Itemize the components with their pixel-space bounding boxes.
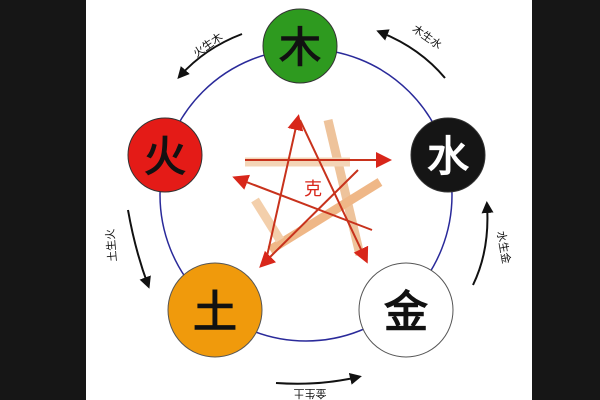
arrow-water-metal	[472, 201, 494, 286]
label-metal-earth: 金生土	[294, 387, 327, 400]
element-earth: 土	[167, 262, 263, 358]
arrow-fire-wood	[177, 33, 243, 79]
arrow-wood-to-earth	[259, 169, 359, 268]
arrow-metal-to-wood	[264, 114, 304, 266]
label-earth-fire: 土生火	[103, 228, 120, 262]
wood-label: 木	[279, 23, 321, 72]
earth-label: 土	[193, 287, 237, 338]
arrow-earth-to-metal	[299, 119, 369, 264]
arrow-earth-fire	[127, 209, 151, 289]
metal-label: 金	[383, 287, 429, 338]
element-metal: 金	[358, 262, 454, 358]
generating-arrows	[127, 29, 494, 385]
arrow-metal-earth	[275, 373, 362, 385]
controlling-arrows	[232, 114, 392, 268]
water-label: 水	[427, 132, 470, 181]
element-water: 水	[410, 117, 486, 193]
element-fire: 火	[127, 117, 203, 193]
center-label: 克	[304, 179, 322, 200]
element-wood: 木	[262, 8, 338, 84]
arrow-water-to-fire	[232, 174, 373, 231]
right-border	[532, 0, 600, 400]
arrow-wood-water	[376, 29, 446, 79]
fire-label: 火	[144, 132, 186, 181]
label-water-metal: 水生金	[494, 230, 514, 265]
